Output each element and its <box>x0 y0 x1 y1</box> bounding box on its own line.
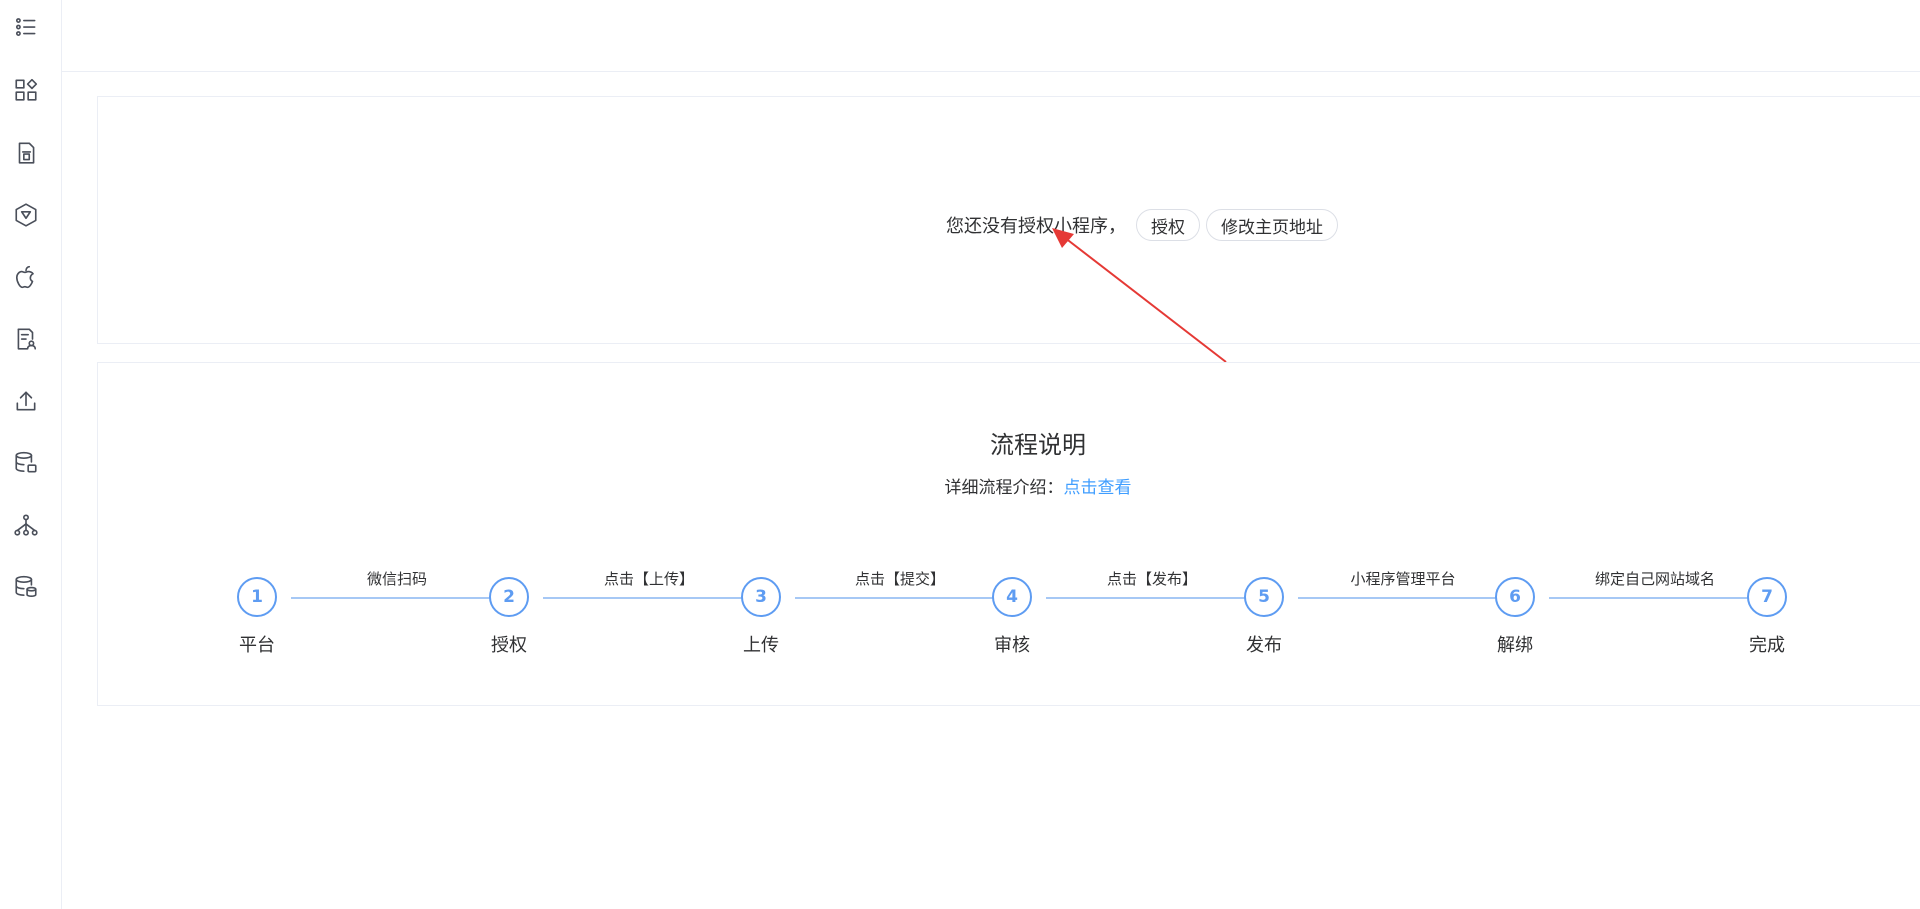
connector-label: 微信扫码 <box>366 570 427 588</box>
sitemap-icon[interactable] <box>11 510 41 540</box>
connector-label: 小程序管理平台 <box>1350 570 1456 588</box>
authorization-card: 您还没有授权小程序， 授权 修改主页地址 <box>97 96 1920 344</box>
database-icon[interactable] <box>11 448 41 478</box>
cube-icon[interactable] <box>11 200 41 230</box>
report-icon[interactable] <box>11 324 41 354</box>
step-label: 授权 <box>491 635 527 656</box>
edit-home-address-button[interactable]: 修改主页地址 <box>1206 209 1338 241</box>
step-number: 3 <box>741 577 781 617</box>
connector-label: 点击【发布】 <box>1106 570 1197 588</box>
flow-subtitle-prefix: 详细流程介绍： <box>944 478 1064 498</box>
top-bar <box>62 0 1920 72</box>
step-label: 审核 <box>994 635 1030 656</box>
step-number: 6 <box>1495 577 1535 617</box>
apps-icon[interactable] <box>11 75 41 105</box>
list-icon[interactable] <box>11 12 41 42</box>
step-label: 平台 <box>239 635 275 656</box>
connector-line <box>291 597 503 599</box>
step-number: 7 <box>1747 577 1787 617</box>
step-label: 上传 <box>743 635 779 656</box>
step-label: 解绑 <box>1497 635 1533 656</box>
step-label: 完成 <box>1749 635 1785 656</box>
connector-label: 点击【提交】 <box>854 570 945 588</box>
connector-label: 绑定自己网站域名 <box>1594 570 1715 588</box>
sidebar <box>0 0 62 909</box>
step-number: 4 <box>992 577 1032 617</box>
connector-line <box>1549 597 1761 599</box>
authorize-button[interactable]: 授权 <box>1136 209 1200 241</box>
flow-title: 流程说明 <box>990 431 1086 459</box>
step-number: 5 <box>1244 577 1284 617</box>
no-authorization-message: 您还没有授权小程序， <box>946 216 1126 237</box>
connector-label: 点击【上传】 <box>603 570 694 588</box>
flow-card: 流程说明 详细流程介绍：点击查看 微信扫码 点击【上传】 点击【提交】 点击【发… <box>97 362 1920 706</box>
step-number: 2 <box>489 577 529 617</box>
step-label: 发布 <box>1246 635 1282 656</box>
database-stack-icon[interactable] <box>11 572 41 602</box>
document-icon[interactable] <box>11 138 41 168</box>
connector-line <box>1298 597 1509 599</box>
view-details-link[interactable]: 点击查看 <box>1063 478 1132 498</box>
connector-line <box>1046 597 1258 599</box>
apple-icon[interactable] <box>11 262 41 292</box>
authorization-row: 您还没有授权小程序， 授权 修改主页地址 <box>98 209 1338 241</box>
flow-subtitle: 详细流程介绍：点击查看 <box>98 473 1920 498</box>
step-number: 1 <box>237 577 277 617</box>
flow-steps: 微信扫码 点击【上传】 点击【提交】 点击【发布】 小程序管理平台 绑定自己网站… <box>98 363 1920 707</box>
connector-line <box>795 597 1006 599</box>
connector-line <box>543 597 755 599</box>
upload-icon[interactable] <box>11 386 41 416</box>
